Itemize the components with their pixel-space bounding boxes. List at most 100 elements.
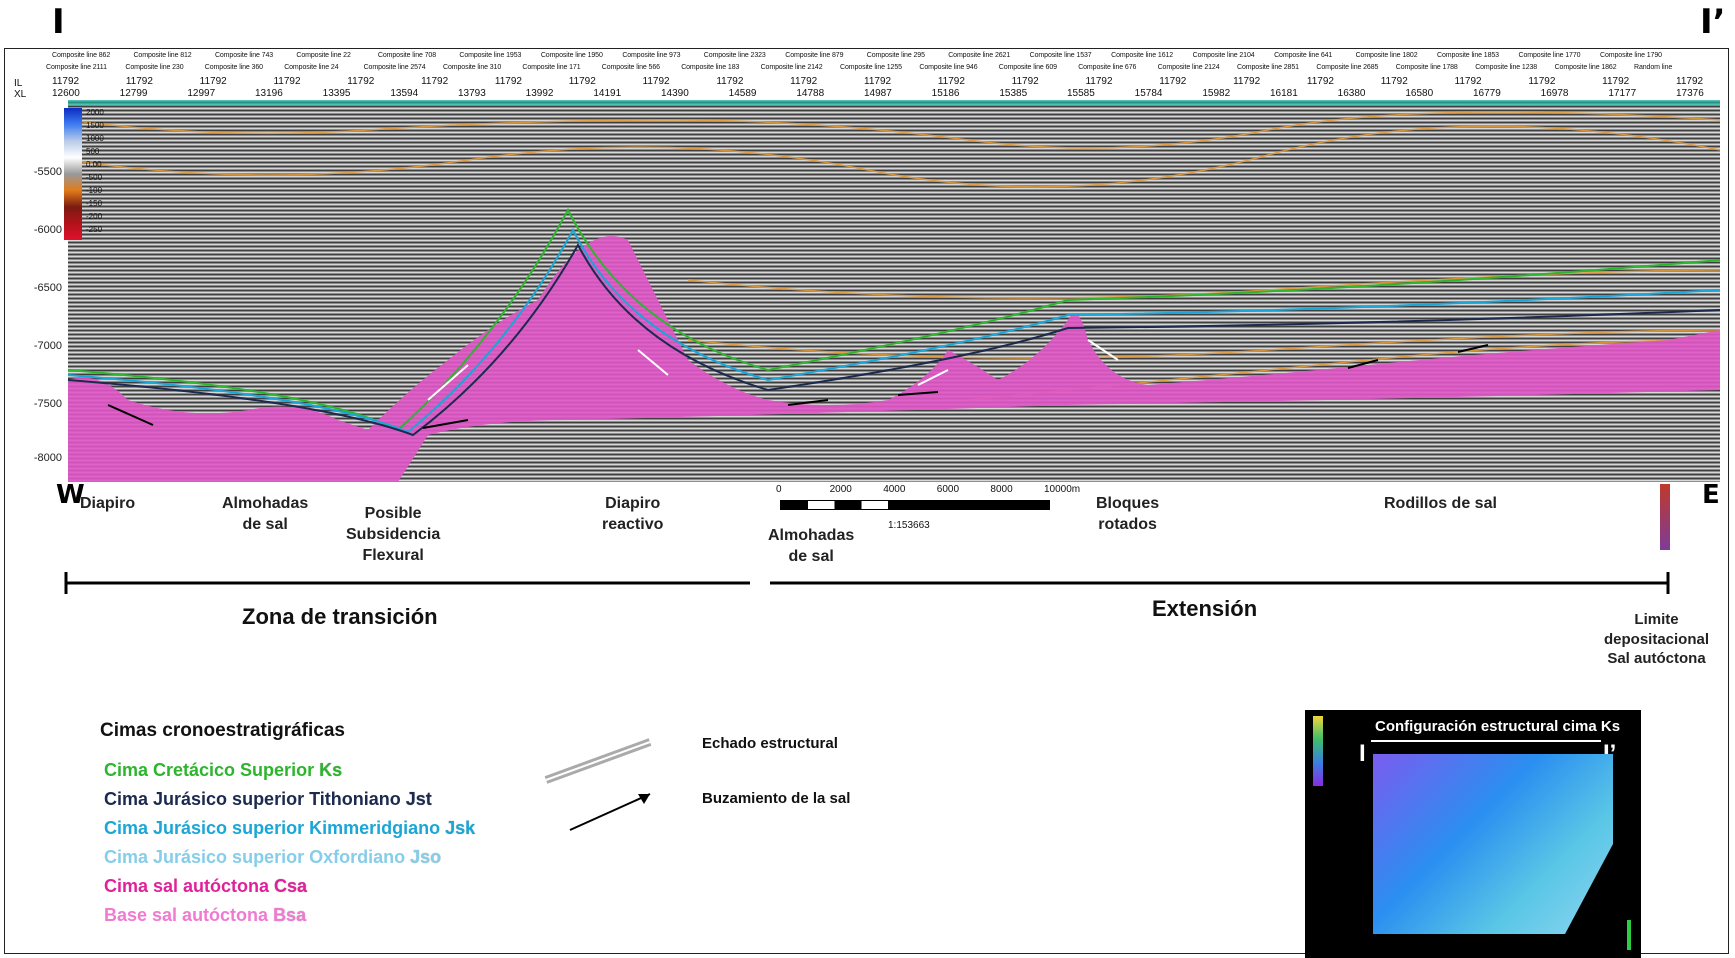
composite-line-label: Composite line 2142 <box>760 64 823 71</box>
zone-extension: Extensión <box>1152 596 1258 621</box>
depth-tick: -8000 <box>33 452 62 464</box>
north-arrow-icon <box>1627 920 1631 950</box>
il-value: 11792 <box>1380 76 1408 87</box>
limit-arrow <box>1660 484 1670 550</box>
il-value: 11792 <box>1528 76 1556 87</box>
minimap-left-label: I <box>1359 740 1366 767</box>
minimap-section-line <box>1371 740 1601 742</box>
xl-value: 13594 <box>390 88 419 99</box>
composite-line-label: Composite line 2104 <box>1192 52 1255 59</box>
section-end-label: I’ <box>1700 2 1726 42</box>
composite-line-label: Composite line 1537 <box>1029 52 1092 59</box>
xl-value: 13196 <box>255 88 283 99</box>
composite-line-label: Composite line 743 <box>214 52 274 59</box>
xl-label: XL <box>14 89 27 100</box>
composite-line-label: Composite line 641 <box>1274 52 1333 59</box>
il-value: 11792 <box>642 76 670 87</box>
composite-line-label: Composite line 2685 <box>1316 64 1379 71</box>
legend-item-text: Cima sal autóctona <box>104 876 275 896</box>
composite-line-label: Composite line 1953 <box>459 52 522 59</box>
il-value: 11792 <box>52 76 80 87</box>
xl-value: 15385 <box>999 88 1028 99</box>
composite-line-label: Composite line 862 <box>52 52 111 59</box>
legend-item-code: Jso <box>410 847 442 867</box>
legend-item-text: Cima Jurásico superior Kimmeridgiano <box>104 818 446 838</box>
legend-item-code: Jst <box>405 789 432 809</box>
composite-line-label: Composite line 183 <box>681 64 740 71</box>
xl-value: 12997 <box>187 88 216 99</box>
seismic-horizons <box>68 111 1720 401</box>
legend-item-text: Base sal autóctona <box>104 905 274 925</box>
horizon-jst <box>68 242 1720 437</box>
composite-line-label: Composite line 973 <box>622 52 681 59</box>
depth-tick: -6000 <box>33 224 62 236</box>
scale-tick: 4000 <box>883 484 906 495</box>
composite-line-label: Composite line 1950 <box>540 52 603 59</box>
xl-value: 15585 <box>1067 88 1095 99</box>
legend-item-code: Jsk <box>445 818 476 838</box>
il-value: 11792 <box>864 76 892 87</box>
scale-tick: 8000 <box>990 484 1013 495</box>
colorbar-tick: -250 <box>86 225 103 234</box>
legend-item-text: Cima Jurásico superior Oxfordiano <box>104 847 411 867</box>
scale-ratio: 1:153663 <box>888 520 930 531</box>
il-value: 11792 <box>1676 76 1704 87</box>
legend-item: Base sal autóctona Bsa <box>104 905 306 926</box>
buzamiento-arrows <box>107 344 1489 429</box>
composite-line-label: Composite line 1770 <box>1518 52 1581 59</box>
colorbar-tick: 0.00 <box>86 160 102 169</box>
il-value: 11792 <box>937 76 965 87</box>
composite-line-label: Composite line 310 <box>443 64 502 71</box>
colorbar-tick: 1000 <box>86 134 104 143</box>
colorbar-tick: 500 <box>86 147 100 156</box>
il-label: IL <box>14 78 23 89</box>
il-value: 11792 <box>1085 76 1113 87</box>
amplitude-colorbar <box>64 108 82 240</box>
xl-value: 15186 <box>931 88 960 99</box>
composite-line-label: Composite line 2323 <box>703 52 766 59</box>
composite-line-label: Composite line 609 <box>998 64 1057 71</box>
legend-item: Cima Jurásico superior Kimmeridgiano Jsk <box>104 818 475 839</box>
xl-value: 13992 <box>525 88 554 99</box>
composite-line-label: Composite line 2621 <box>948 52 1011 59</box>
annotation-almohadas-2: Almohadas de sal <box>768 527 855 565</box>
depth-axis: -5500 -6000 -6500 -7000 -7500 -8000 <box>0 100 62 480</box>
scale-tick: 0 <box>776 484 782 495</box>
il-value: 11792 <box>790 76 818 87</box>
composite-line-label: Composite line 171 <box>522 64 581 71</box>
composite-line-label: Composite line 24 <box>284 64 339 71</box>
il-value: 11792 <box>1306 76 1334 87</box>
colorbar-tick: 1500 <box>86 121 104 130</box>
composite-line-label: Composite line 812 <box>133 52 192 59</box>
composite-line-label: Composite line 1790 <box>1600 52 1662 59</box>
il-value: 11792 <box>199 76 227 87</box>
annotation-bloques: Bloques rotados <box>1096 495 1160 533</box>
colorbar-tick: -100 <box>86 186 103 195</box>
legend-item: Cima sal autóctona Csa <box>104 876 307 897</box>
minimap-surface <box>1373 754 1613 934</box>
il-value: 11792 <box>421 76 449 87</box>
autochthonous-salt-body <box>68 236 1720 482</box>
legend-item: Cima Jurásico superior Oxfordiano Jso <box>104 847 441 868</box>
xl-value: 13395 <box>322 88 351 99</box>
annotation-limite: Limite depositacional Sal autóctona <box>1604 611 1710 667</box>
composite-line-label: Composite line 2851 <box>1237 64 1299 71</box>
composite-line-label: Composite line 295 <box>866 52 925 59</box>
composite-line-label: Composite line 2574 <box>363 64 426 71</box>
xl-value: 16181 <box>1270 88 1298 99</box>
depth-tick: -6500 <box>33 282 62 294</box>
xl-value: 13793 <box>458 88 486 99</box>
xl-value: 15982 <box>1202 88 1231 99</box>
legend-buzamiento: Buzamiento de la sal <box>702 790 851 807</box>
xl-value: 15784 <box>1134 88 1163 99</box>
minimap-colorbar <box>1313 716 1323 786</box>
colorbar-tick: -500 <box>86 173 103 182</box>
il-value: 11792 <box>1011 76 1039 87</box>
colorbar-tick: -150 <box>86 199 103 208</box>
xl-value: 14987 <box>864 88 892 99</box>
xl-value: 17177 <box>1608 88 1637 99</box>
legend-echado: Echado estructural <box>702 735 838 752</box>
horizon-jsk <box>68 227 1720 434</box>
il-value: 11792 <box>1454 76 1482 87</box>
il-value: 11792 <box>494 76 522 87</box>
